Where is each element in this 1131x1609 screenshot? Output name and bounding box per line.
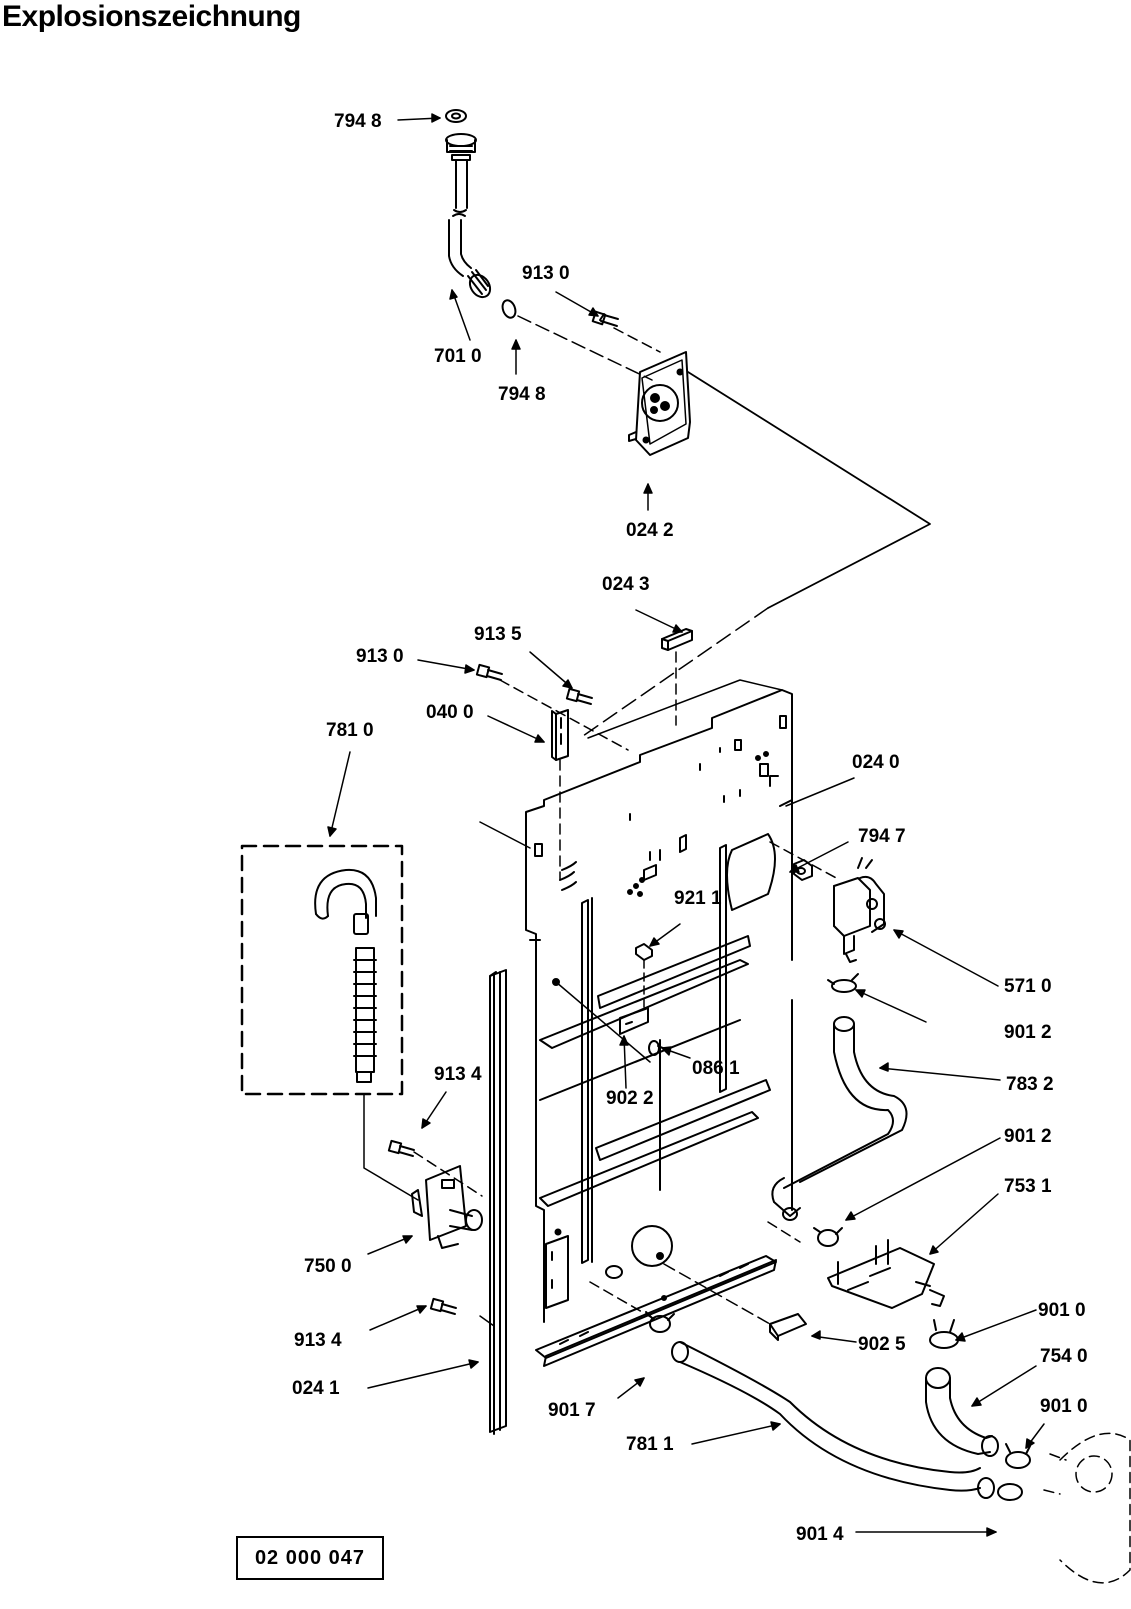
label-753-1: 753 1 — [1004, 1176, 1052, 1197]
label-571-0: 571 0 — [1004, 976, 1052, 997]
side-strip-024-1 — [489, 969, 507, 1435]
clamp-901-0-lower — [1005, 1443, 1031, 1469]
hose-754-0 — [925, 1367, 999, 1457]
washer-794-8-mid — [501, 299, 517, 319]
inlet-plate-024-2 — [628, 351, 691, 456]
label-040-0: 040 0 — [426, 702, 474, 723]
clamp-901-0-upper — [929, 1319, 959, 1349]
label-754-0: 754 0 — [1040, 1346, 1088, 1367]
clamp-901-4 — [977, 1477, 1023, 1501]
valve-571-0 — [833, 857, 886, 963]
label-921-1: 921 1 — [674, 888, 722, 909]
washer-794-8-top — [445, 109, 467, 123]
label-701-0: 701 0 — [434, 346, 482, 367]
label-794-7: 794 7 — [858, 826, 906, 847]
label-913-4-upper: 913 4 — [434, 1064, 482, 1085]
label-901-7: 901 7 — [548, 1400, 596, 1421]
label-794-8-mid: 794 8 — [498, 384, 546, 405]
label-781-0: 781 0 — [326, 720, 374, 741]
label-901-2-lower: 901 2 — [1004, 1126, 1052, 1147]
label-913-5: 913 5 — [474, 624, 522, 645]
bracket-902-2 — [619, 1007, 649, 1035]
label-913-4-lower: 913 4 — [294, 1330, 342, 1351]
hose-coupling-nut — [467, 269, 492, 299]
drawing-number-box: 02 000 047 — [236, 1536, 384, 1580]
label-024-2: 024 2 — [626, 520, 674, 541]
cap-902-5 — [769, 1313, 807, 1341]
leader-lines — [327, 113, 1045, 1537]
clamp-901-2-upper — [827, 973, 859, 993]
label-913-0-top: 913 0 — [522, 263, 570, 284]
screw-913-4-upper — [387, 1139, 415, 1157]
clamp-901-7 — [645, 1311, 675, 1333]
label-024-0: 024 0 — [852, 752, 900, 773]
label-024-1: 024 1 — [292, 1378, 340, 1399]
label-901-4: 901 4 — [796, 1524, 844, 1545]
label-901-2-upper: 901 2 — [1004, 1022, 1052, 1043]
label-913-0-left: 913 0 — [356, 646, 404, 667]
label-781-1: 781 1 — [626, 1434, 674, 1455]
hose-783-2 — [771, 1016, 908, 1221]
page-title: Explosionszeichnung — [2, 0, 301, 33]
label-750-0: 750 0 — [304, 1256, 352, 1277]
drain-hose-781-1 — [671, 1341, 981, 1492]
label-901-0-lower: 901 0 — [1040, 1396, 1088, 1417]
screw-913-0-top — [591, 310, 619, 327]
clip-024-3 — [661, 628, 693, 651]
label-024-3: 024 3 — [602, 574, 650, 595]
label-901-0-upper: 901 0 — [1038, 1300, 1086, 1321]
pressure-sensor-753-1 — [827, 1239, 945, 1309]
hose-kit-781-0 — [240, 844, 404, 1096]
label-902-5: 902 5 — [858, 1334, 906, 1355]
part-labels: 794 8 913 0 701 0 794 8 024 2 024 3 913 … — [292, 111, 1088, 1545]
hose-701-0 — [445, 133, 492, 299]
label-794-8-top: 794 8 — [334, 111, 382, 132]
pump-housing — [1043, 1432, 1131, 1584]
label-086-1: 086 1 — [692, 1058, 740, 1079]
clamp-901-2-lower — [813, 1227, 843, 1247]
rear-panel-024-0 — [479, 679, 793, 1367]
label-783-2: 783 2 — [1006, 1074, 1054, 1095]
screw-913-5 — [565, 687, 593, 705]
label-902-2: 902 2 — [606, 1088, 654, 1109]
screw-913-4-lower — [429, 1297, 457, 1315]
bracket-040-0 — [551, 709, 569, 761]
screw-913-0-left — [475, 663, 503, 681]
nut-921-1 — [635, 943, 653, 961]
pump-mount-750-0 — [411, 1165, 483, 1249]
